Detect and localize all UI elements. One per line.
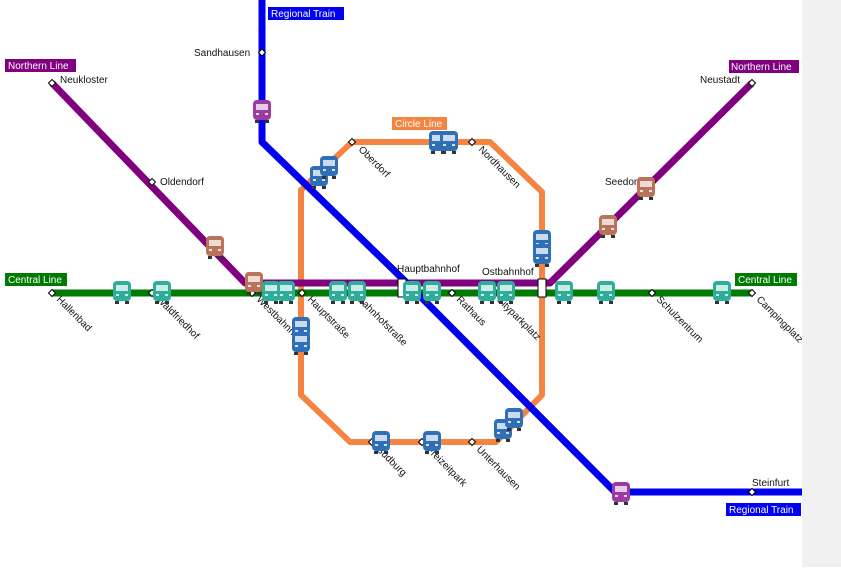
station-label-steinfurt[interactable]: Steinfurt: [752, 478, 789, 489]
bus-icon[interactable]: [292, 332, 310, 355]
bus-icon[interactable]: [505, 408, 523, 431]
station-label-campingplatz[interactable]: Campingplatz: [754, 294, 805, 345]
regional-train-track: [258, 0, 802, 496]
line-tag-regional-top[interactable]: Regional Train: [268, 7, 344, 20]
station-label-seedorf[interactable]: Seedorf: [605, 177, 640, 188]
station-marker-neukloster[interactable]: [47, 78, 57, 88]
bus-icon[interactable]: [497, 281, 515, 304]
station-marker-nordhausen[interactable]: [467, 137, 477, 147]
station-marker-steinfurt[interactable]: [747, 487, 757, 497]
station-label-waldfriedhof[interactable]: Waldfriedhof: [154, 294, 201, 341]
map-canvas: Regional Train Northern Line Northern Li…: [5, 0, 805, 516]
station-label-hallenbad[interactable]: Hallenbad: [54, 294, 94, 334]
line-tag-label: Regional Train: [271, 9, 335, 20]
line-tag-central-right[interactable]: Central Line: [735, 273, 797, 286]
line-tag-label: Northern Line: [731, 62, 792, 73]
line-tag-label: Regional Train: [729, 505, 793, 516]
ostbahnhof-interchange[interactable]: [537, 278, 547, 298]
station-label-neustadt[interactable]: Neustadt: [700, 75, 740, 86]
station-marker-oldendorf[interactable]: [147, 177, 157, 187]
station-label-schulzentrum[interactable]: Schulzentrum: [654, 294, 705, 345]
bus-icon[interactable]: [597, 281, 615, 304]
bus-icon[interactable]: [153, 281, 171, 304]
line-tag-northern-left[interactable]: Northern Line: [5, 59, 76, 72]
line-tag-label: Northern Line: [8, 61, 69, 72]
station-label-neukloster[interactable]: Neukloster: [60, 75, 108, 86]
line-tag-regional-bottom[interactable]: Regional Train: [726, 503, 801, 516]
station-label-ostbahnhof[interactable]: Ostbahnhof: [482, 267, 534, 278]
bus-icon[interactable]: [533, 244, 551, 267]
train-icon[interactable]: [612, 482, 630, 505]
bus-icon[interactable]: [320, 156, 338, 179]
line-tag-label: Circle Line: [395, 119, 443, 130]
bus-icon[interactable]: [245, 272, 263, 295]
window-background-strip: [802, 0, 841, 567]
line-tag-label: Central Line: [8, 275, 62, 286]
station-marker-unterhausen[interactable]: [467, 437, 477, 447]
train-icon[interactable]: [253, 100, 271, 123]
station-marker-neustadt[interactable]: [747, 78, 757, 88]
line-tag-label: Central Line: [738, 275, 792, 286]
station-label-oldendorf[interactable]: Oldendorf: [160, 177, 204, 188]
line-tag-circle[interactable]: Circle Line: [392, 117, 447, 130]
station-marker-schulzentrum[interactable]: [647, 288, 657, 298]
bus-icon[interactable]: [403, 281, 421, 304]
bus-icon[interactable]: [637, 177, 655, 200]
station-label-hauptbahnhof[interactable]: Hauptbahnhof: [397, 264, 460, 275]
bus-icon[interactable]: [713, 281, 731, 304]
bus-icon[interactable]: [277, 281, 295, 304]
bus-icon[interactable]: [423, 281, 441, 304]
station-marker-rathaus[interactable]: [447, 288, 457, 298]
station-label-freizeitpark[interactable]: Freizeitpark: [424, 444, 469, 489]
station-label-oberdorf[interactable]: Oberdorf: [356, 144, 392, 180]
bus-icon[interactable]: [423, 431, 441, 454]
circle-line-track: [298, 139, 545, 445]
bus-icon[interactable]: [478, 281, 496, 304]
station-label-unterhausen[interactable]: Unterhausen: [474, 444, 522, 492]
station-marker-oberdorf[interactable]: [347, 137, 357, 147]
bus-icon[interactable]: [440, 131, 458, 154]
transit-map: Regional Train Northern Line Northern Li…: [5, 0, 805, 516]
station-markers: [47, 48, 757, 497]
bus-icon[interactable]: [599, 215, 617, 238]
station-marker-hauptstrasse[interactable]: [297, 288, 307, 298]
bus-icon[interactable]: [113, 281, 131, 304]
bus-icon[interactable]: [348, 281, 366, 304]
station-marker-campingplatz[interactable]: [747, 288, 757, 298]
station-marker-sandhausen[interactable]: [257, 48, 267, 57]
bus-icon[interactable]: [329, 281, 347, 304]
station-marker-hallenbad[interactable]: [47, 288, 57, 298]
station-label-sandhausen[interactable]: Sandhausen: [194, 48, 250, 59]
bus-icon[interactable]: [206, 236, 224, 259]
bus-icon[interactable]: [555, 281, 573, 304]
line-tag-northern-right[interactable]: Northern Line: [729, 60, 799, 73]
line-tag-central-left[interactable]: Central Line: [5, 273, 67, 286]
bus-icon[interactable]: [372, 431, 390, 454]
northern-line-vehicles: [206, 177, 655, 295]
